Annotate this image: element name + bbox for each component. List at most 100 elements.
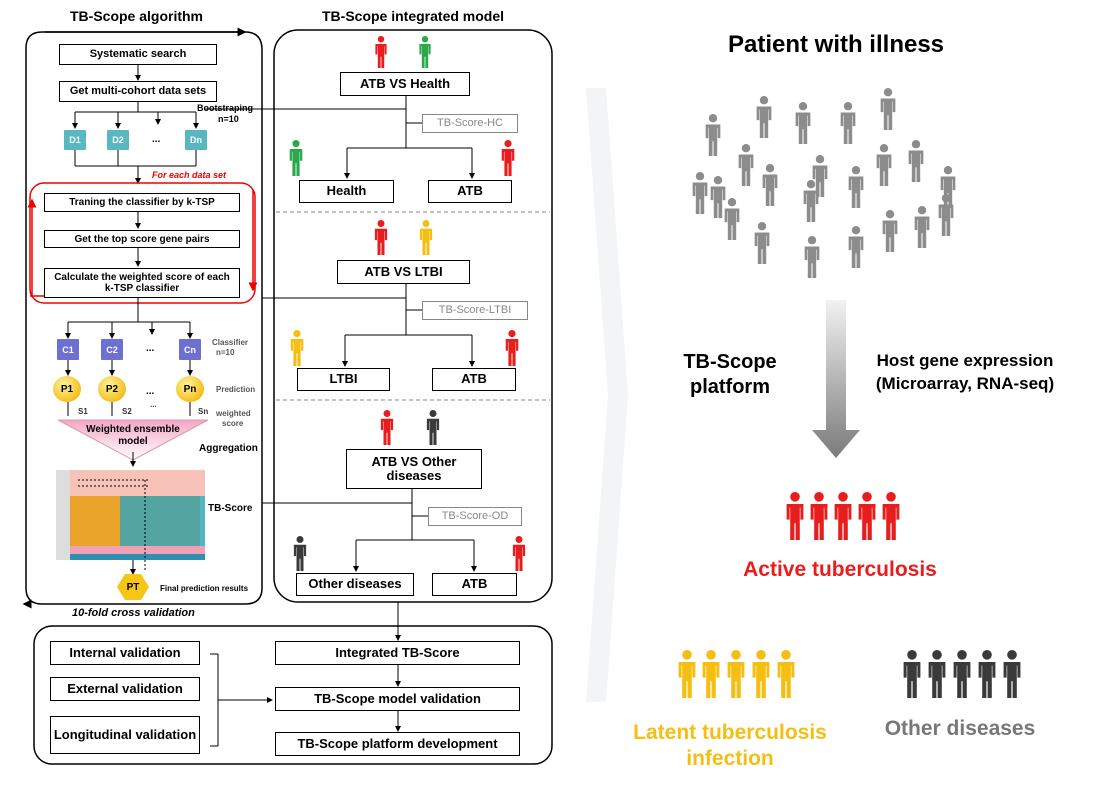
health-box: Health — [299, 180, 394, 203]
person-icon — [840, 102, 856, 144]
prediction-ellipsis: ... — [146, 386, 155, 397]
external-validation-box: External validation — [50, 677, 200, 701]
person-icon — [738, 144, 754, 186]
score-label: Sn — [198, 407, 209, 416]
prediction-node: Pn — [176, 376, 204, 402]
person-icon — [848, 226, 864, 268]
algorithm-title: TB-Scope algorithm — [70, 8, 204, 24]
tb-score-od-box: TB-Score-OD — [428, 507, 522, 526]
other-diseases-label: Other diseases — [884, 717, 1036, 740]
person-icon — [803, 180, 819, 222]
integrated-title: TB-Scope integrated model — [322, 8, 505, 24]
person-icon — [914, 206, 930, 248]
person-icon — [1003, 650, 1021, 698]
host-gene-label: Host gene expression — [876, 351, 1054, 370]
final-prediction-label: Final prediction results — [160, 584, 249, 593]
bootstrap-label: Bootstraping — [197, 103, 253, 113]
platform-development-box: TB-Scope platform development — [275, 732, 520, 756]
person-icon — [501, 140, 515, 176]
person-icon — [882, 492, 900, 540]
score-ellipsis: ... — [150, 400, 157, 409]
multi-cohort-box: Get multi-cohort data sets — [59, 81, 217, 102]
person-icon — [834, 492, 852, 540]
person-icon — [754, 222, 770, 264]
host-gene-sub-label: (Microarray, RNA-seq) — [875, 374, 1055, 393]
person-icon — [752, 650, 770, 698]
person-icon — [290, 330, 304, 366]
weighted-score-label: score — [222, 419, 244, 428]
prediction-node: P2 — [98, 376, 126, 402]
integrated-tb-score-box: Integrated TB-Score — [275, 641, 520, 665]
dataset-ellipsis: ... — [152, 134, 161, 145]
internal-validation-box: Internal validation — [50, 641, 200, 665]
person-icon — [903, 650, 921, 698]
other-diseases-box: Other diseases — [296, 573, 414, 596]
prediction-node: P1 — [53, 376, 81, 402]
systematic-search-box: Systematic search — [59, 44, 217, 65]
person-icon — [812, 155, 828, 197]
atb-box-hc: ATB — [428, 180, 512, 203]
person-icon — [953, 650, 971, 698]
person-icon — [419, 220, 433, 255]
person-icon — [678, 650, 696, 698]
person-icon — [762, 164, 778, 206]
person-icon — [505, 330, 519, 366]
person-icon — [928, 650, 946, 698]
atb-vs-health-box: ATB VS Health — [340, 72, 470, 96]
classifier-node: C1 — [57, 339, 79, 360]
tb-score-hc-box: TB-Score-HC — [422, 114, 518, 133]
bootstrap-n-label: n=10 — [218, 114, 239, 124]
classifier-n-label: n=10 — [216, 348, 235, 357]
person-icon — [908, 140, 924, 182]
weighted-score-line1: Calculate the weighted score of each — [54, 272, 230, 283]
atb-box-ltbi: ATB — [432, 368, 516, 391]
top-pairs-box: Get the top score gene pairs — [44, 230, 240, 248]
tb-score-label: TB-Score — [208, 503, 253, 514]
cv-label: 10-fold cross validation — [72, 607, 195, 619]
ltbi-box: LTBI — [297, 368, 390, 391]
atb-vs-other-box: ATB VS Other diseases — [346, 449, 482, 489]
person-icon — [375, 36, 387, 68]
classifier-ellipsis: ... — [146, 343, 155, 354]
person-icon — [289, 140, 303, 176]
person-icon — [858, 492, 876, 540]
weighted-label: weighted — [216, 409, 251, 418]
latent-tb-label: Latent tuberculosis infection — [633, 721, 827, 771]
person-icon — [882, 210, 898, 252]
person-icon — [810, 492, 828, 540]
train-classifier-box: Traning the classifier by k-TSP — [44, 193, 240, 212]
ensemble-label: Weighted ensemble model — [86, 424, 180, 447]
model-validation-box: TB-Scope model validation — [275, 687, 520, 711]
longitudinal-validation-box: Longitudinal validation — [50, 716, 200, 754]
dataset-node: D2 — [107, 130, 129, 150]
person-icon — [938, 194, 954, 236]
person-icon — [692, 172, 708, 214]
aggregation-label: Aggregation — [199, 443, 258, 454]
person-icon — [876, 144, 892, 186]
prediction-label: Prediction — [216, 385, 256, 394]
person-icon — [727, 650, 745, 698]
person-icon — [848, 166, 864, 208]
person-icon — [512, 536, 526, 571]
atb-box-od: ATB — [432, 573, 517, 596]
classifier-node: Cn — [179, 339, 201, 360]
weighted-score-box: Calculate the weighted score of each k-T… — [44, 268, 240, 298]
person-icon — [978, 650, 996, 698]
for-each-label: For each data set — [152, 170, 227, 180]
person-icon — [293, 536, 307, 571]
person-icon — [380, 410, 394, 445]
tb-score-ltbi-box: TB-Score-LTBI — [422, 301, 528, 320]
person-icon — [702, 650, 720, 698]
person-icon — [705, 114, 721, 156]
classifier-label: Classifier — [212, 338, 249, 347]
platform-label: TB-Scope platform — [683, 351, 777, 398]
person-icon — [374, 220, 388, 255]
person-icon — [756, 96, 772, 138]
dataset-node: Dn — [185, 130, 207, 150]
person-icon — [804, 236, 820, 278]
person-icon — [777, 650, 795, 698]
person-icon — [724, 198, 740, 240]
person-icon — [880, 88, 896, 130]
